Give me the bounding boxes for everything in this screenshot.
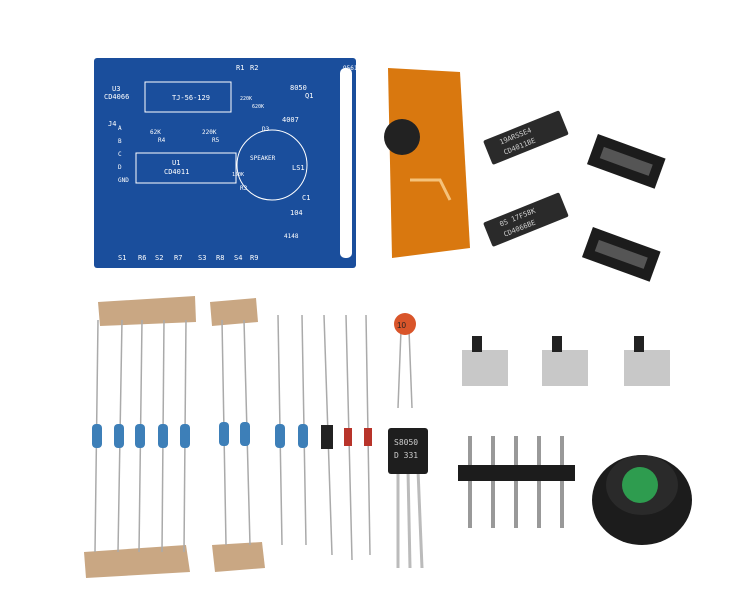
- buzzer: [592, 455, 692, 545]
- board-model: TJ-56-129: [172, 94, 210, 102]
- speaker-label: SPEAKER: [250, 155, 276, 162]
- u3-ref: U3: [112, 85, 120, 93]
- q1-label: Q1: [305, 92, 313, 100]
- q1-part: 8050: [290, 84, 307, 92]
- capacitor-label: 10: [397, 321, 406, 330]
- r2-label: R2: [250, 64, 258, 72]
- j4-label: J4: [108, 120, 116, 128]
- s3-label: S3: [198, 254, 206, 262]
- u1-part: CD4011: [164, 168, 189, 176]
- s4-label: S4: [234, 254, 242, 262]
- ic-cd4011: 19ARSSE4 CD4011BE: [483, 110, 569, 165]
- r1-label: R1: [236, 64, 244, 72]
- r3-label: R3: [240, 185, 248, 192]
- s1-label: S1: [118, 254, 126, 262]
- r4-label: R4: [158, 137, 166, 144]
- s2-label: S2: [155, 254, 163, 262]
- pin-a: A: [118, 125, 122, 132]
- pin-gnd: GND: [118, 177, 129, 184]
- d3-label: D3: [262, 126, 270, 133]
- ls1-label: LS1: [292, 164, 305, 172]
- resistor-strip-1: [84, 296, 196, 578]
- d3-part: 4007: [282, 116, 299, 124]
- edge-code: 9561: [343, 65, 358, 72]
- u3-part: CD4066: [104, 93, 129, 101]
- ceramic-capacitor: 10: [394, 313, 416, 409]
- pin-b: B: [118, 138, 122, 145]
- r9-label: R9: [250, 254, 258, 262]
- r1-value: 220K: [240, 96, 252, 102]
- r5-value: 220K: [202, 129, 217, 136]
- u1-ref: U1: [172, 159, 180, 167]
- slide-switches: [462, 336, 670, 386]
- transistor-s8050: S8050 D 331: [388, 428, 428, 569]
- sound-chip-board: [384, 68, 470, 258]
- diodes: [321, 314, 372, 561]
- resistor-strip-2: [210, 298, 265, 572]
- pin-header: [458, 436, 575, 528]
- diode-value: 4148: [284, 233, 299, 240]
- blue-pcb: U3 CD4066 TJ-56-129 U1 CD4011 R1 R2 62K …: [94, 58, 358, 268]
- loose-resistors: [275, 314, 308, 546]
- r5-label: R5: [212, 137, 220, 144]
- c1-label: C1: [302, 194, 310, 202]
- transistor-part: S8050: [394, 438, 418, 447]
- transistor-code: D 331: [394, 451, 418, 460]
- ic-socket-2: [581, 227, 661, 282]
- r7-label: R7: [174, 254, 182, 262]
- ic-cd4066: 0S 17F58K CD4066BE: [483, 192, 569, 247]
- pin-c: C: [118, 151, 122, 158]
- ic-socket-1: [586, 134, 666, 189]
- r3-value: 150K: [232, 172, 244, 178]
- r2-value: 620K: [252, 104, 264, 110]
- pin-d: D: [118, 164, 122, 171]
- r4-value: 62K: [150, 129, 161, 136]
- c1-value: 104: [290, 209, 303, 217]
- r8-label: R8: [216, 254, 224, 262]
- r6-label: R6: [138, 254, 146, 262]
